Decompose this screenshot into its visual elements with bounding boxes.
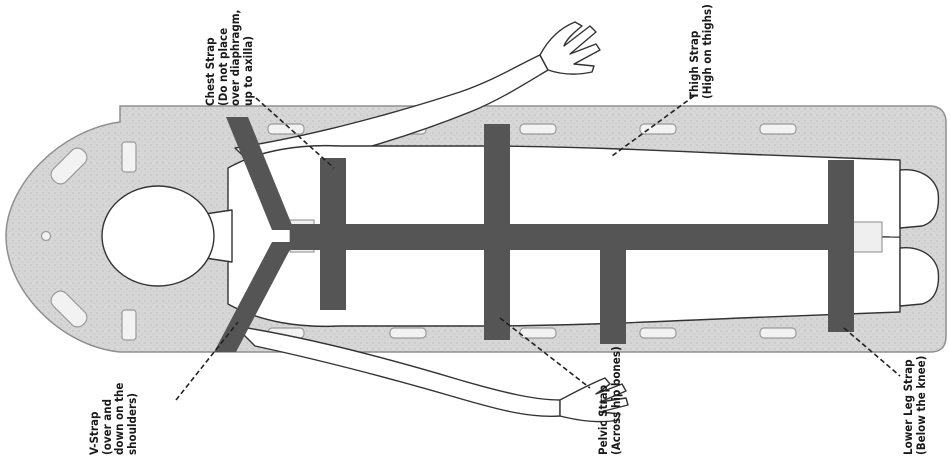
board-handhold [640,328,676,338]
thigh-strap-label: Thigh Strap(High on thighs) [688,4,713,99]
board-handhold [760,124,796,134]
pelvic-strap-label-line: Pelvic Strap [597,346,610,455]
lower-leg-strap-label: Lower Leg Strap(Below the knee) [902,356,927,455]
board-handhold [122,142,136,172]
board-handhold [760,328,796,338]
thigh-strap-label-line: Thigh Strap [688,4,701,99]
v-strap-label-line: V-Strap [88,383,101,455]
board-handhold [520,328,556,338]
pelvic-strap-label: Pelvic Strap(Across hip bones) [597,346,622,455]
v-strap-label-line: shoulders) [126,383,139,455]
thigh-strap [600,236,626,344]
center-strap [290,224,850,250]
foot-block [852,222,882,252]
lower-leg-strap [828,160,854,332]
board-handhold [390,328,426,338]
lower-leg-strap-label-line: (Below the knee) [915,356,928,455]
chest-strap-label-line: over diaphragm, [229,10,242,106]
chest-strap [320,158,346,310]
pelvic-strap-label-line: (Across hip bones) [610,346,623,455]
chest-strap-label-line: up to axilla) [242,10,255,106]
thigh-strap-label-line: (High on thighs) [701,4,714,99]
patient-head [102,186,214,286]
board-handhold [122,310,136,340]
patient-hand-upper [540,22,600,74]
chest-strap-label-line: Chest Strap [204,10,217,106]
pelvic-strap [484,124,510,340]
lower-leg-strap-label-line: Lower Leg Strap [902,356,915,455]
board-handhold [520,124,556,134]
board-hole [42,232,51,241]
v-strap-label-line: down on the [113,383,126,455]
